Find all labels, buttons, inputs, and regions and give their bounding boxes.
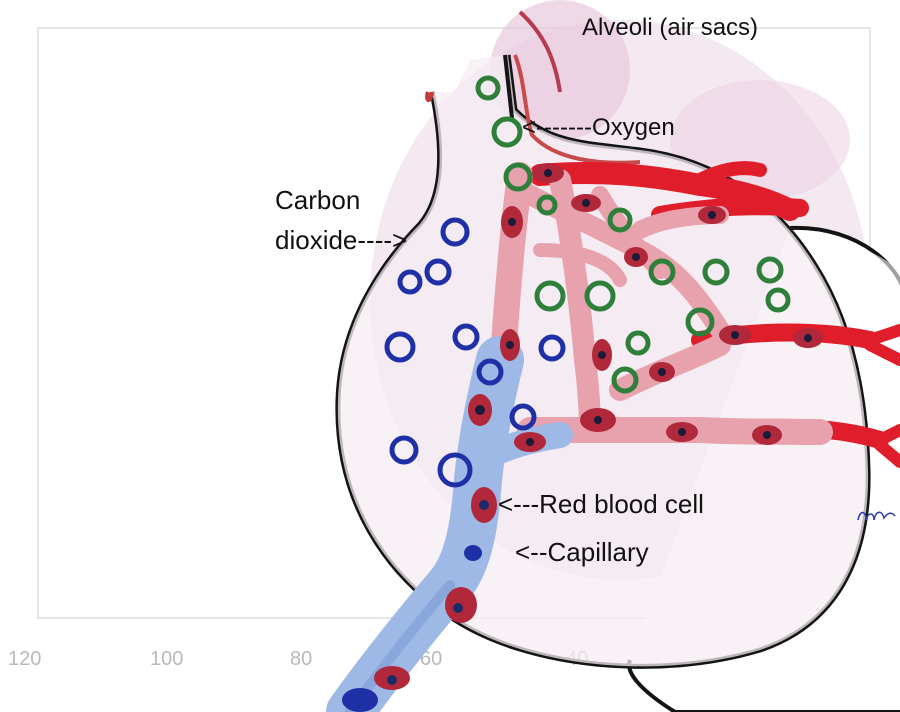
red-blood-cell: [592, 339, 612, 371]
red-blood-cell: [464, 545, 482, 561]
red-blood-cell: [666, 422, 698, 442]
red-blood-cell: [514, 432, 546, 452]
red-blood-cell: [342, 688, 378, 712]
label-red-blood-cell: <---Red blood cell: [498, 490, 704, 520]
label-capillary: <--Capillary: [515, 538, 649, 568]
red-blood-cell: [468, 394, 492, 426]
red-blood-cell: [501, 206, 523, 238]
red-blood-cell: [649, 362, 675, 382]
red-blood-cell: [532, 163, 564, 183]
red-blood-cell: [752, 425, 782, 445]
red-blood-cell: [698, 206, 726, 224]
red-blood-cell: [793, 328, 823, 348]
label-alveoli: Alveoli (air sacs): [582, 14, 758, 42]
red-blood-cell: [500, 329, 520, 361]
label-oxygen: <-------Oxygen: [522, 114, 675, 142]
red-blood-cell: [571, 194, 601, 212]
red-blood-cell: [445, 587, 477, 623]
red-blood-cell: [471, 487, 497, 523]
red-blood-cell: [374, 666, 410, 690]
red-blood-cell: [624, 247, 648, 267]
red-blood-cell: [580, 408, 616, 432]
red-blood-cell: [719, 325, 751, 345]
label-carbon-dioxide-line1: Carbon: [275, 186, 360, 216]
label-carbon-dioxide-line2: dioxide---->: [275, 226, 407, 256]
